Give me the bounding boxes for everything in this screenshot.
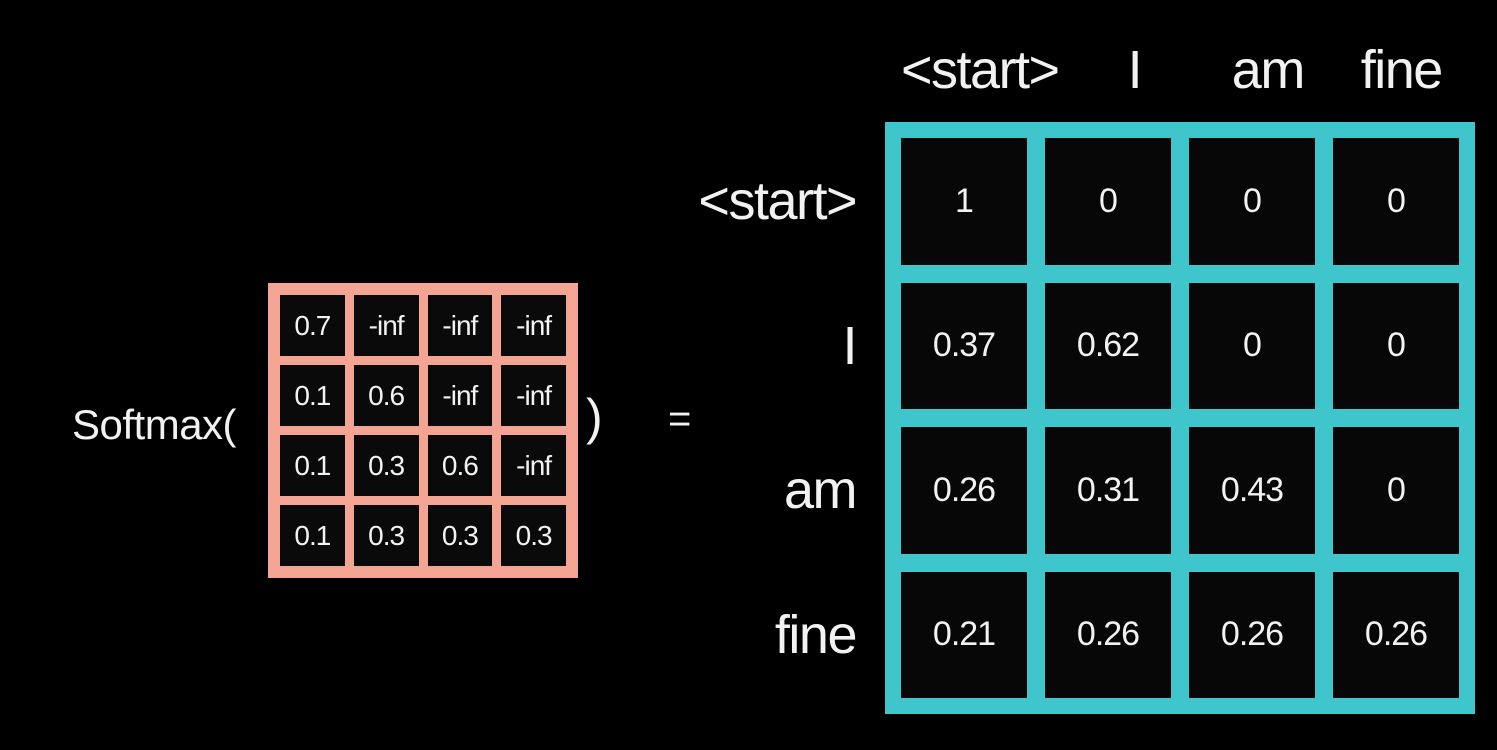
output-row-headers: <start> I am fine	[420, 122, 858, 714]
matrix-cell: 0.26	[1189, 571, 1315, 698]
matrix-cell: -inf	[501, 365, 566, 426]
matrix-cell: 0	[1189, 282, 1315, 409]
matrix-cell: 0.31	[1045, 427, 1171, 554]
matrix-cell: 0	[1333, 138, 1459, 265]
matrix-cell: 0	[1189, 138, 1315, 265]
matrix-cell: 0.3	[353, 435, 419, 496]
matrix-cell: 0.62	[1045, 282, 1171, 409]
matrix-cell: -inf	[501, 435, 566, 496]
softmax-function-label: Softmax(	[72, 401, 237, 448]
matrix-cell: 0.1	[280, 365, 345, 426]
row-header-start: <start>	[698, 171, 857, 232]
equals-sign: =	[668, 397, 692, 441]
matrix-cell: 0.3	[501, 505, 566, 566]
row-header-fine: fine	[774, 604, 858, 665]
matrix-cell: 0.26	[1333, 571, 1459, 698]
row-header-am: am	[783, 460, 858, 521]
column-header-fine: fine	[1360, 40, 1444, 100]
close-paren: )	[586, 389, 603, 445]
matrix-cell: -inf	[501, 295, 566, 356]
matrix-cell: 0.37	[901, 282, 1027, 409]
column-header-i: I	[1127, 40, 1143, 100]
output-column-headers: <start> I am fine	[885, 28, 1475, 112]
matrix-cell: 0.6	[353, 365, 419, 426]
column-header-start: <start>	[901, 40, 1060, 100]
row-header-i: I	[842, 315, 857, 376]
matrix-cell: 1	[901, 138, 1027, 265]
column-header-am: am	[1231, 40, 1306, 100]
matrix-cell: 0.7	[280, 295, 345, 356]
matrix-cell: 0.1	[280, 505, 345, 566]
attention-weights-matrix: 1 0 0 0 0.37 0.62 0 0 0.26 0.31 0.43 0 0…	[885, 122, 1475, 714]
matrix-cell: 0.3	[353, 505, 419, 566]
matrix-cell: -inf	[427, 295, 493, 356]
matrix-cell: -inf	[427, 365, 493, 426]
matrix-cell: 0.3	[427, 505, 493, 566]
matrix-cell: 0.43	[1189, 427, 1315, 554]
matrix-cell: -inf	[353, 295, 419, 356]
matrix-cell: 0.6	[427, 435, 493, 496]
matrix-cell: 0	[1045, 138, 1171, 265]
matrix-cell: 0.1	[280, 435, 345, 496]
matrix-cell: 0.21	[901, 571, 1027, 698]
matrix-cell: 0	[1333, 427, 1459, 554]
masked-scores-matrix: 0.7 -inf -inf -inf 0.1 0.6 -inf -inf 0.1…	[268, 283, 578, 578]
matrix-cell: 0.26	[901, 427, 1027, 554]
matrix-cell: 0	[1333, 282, 1459, 409]
matrix-cell: 0.26	[1045, 571, 1171, 698]
